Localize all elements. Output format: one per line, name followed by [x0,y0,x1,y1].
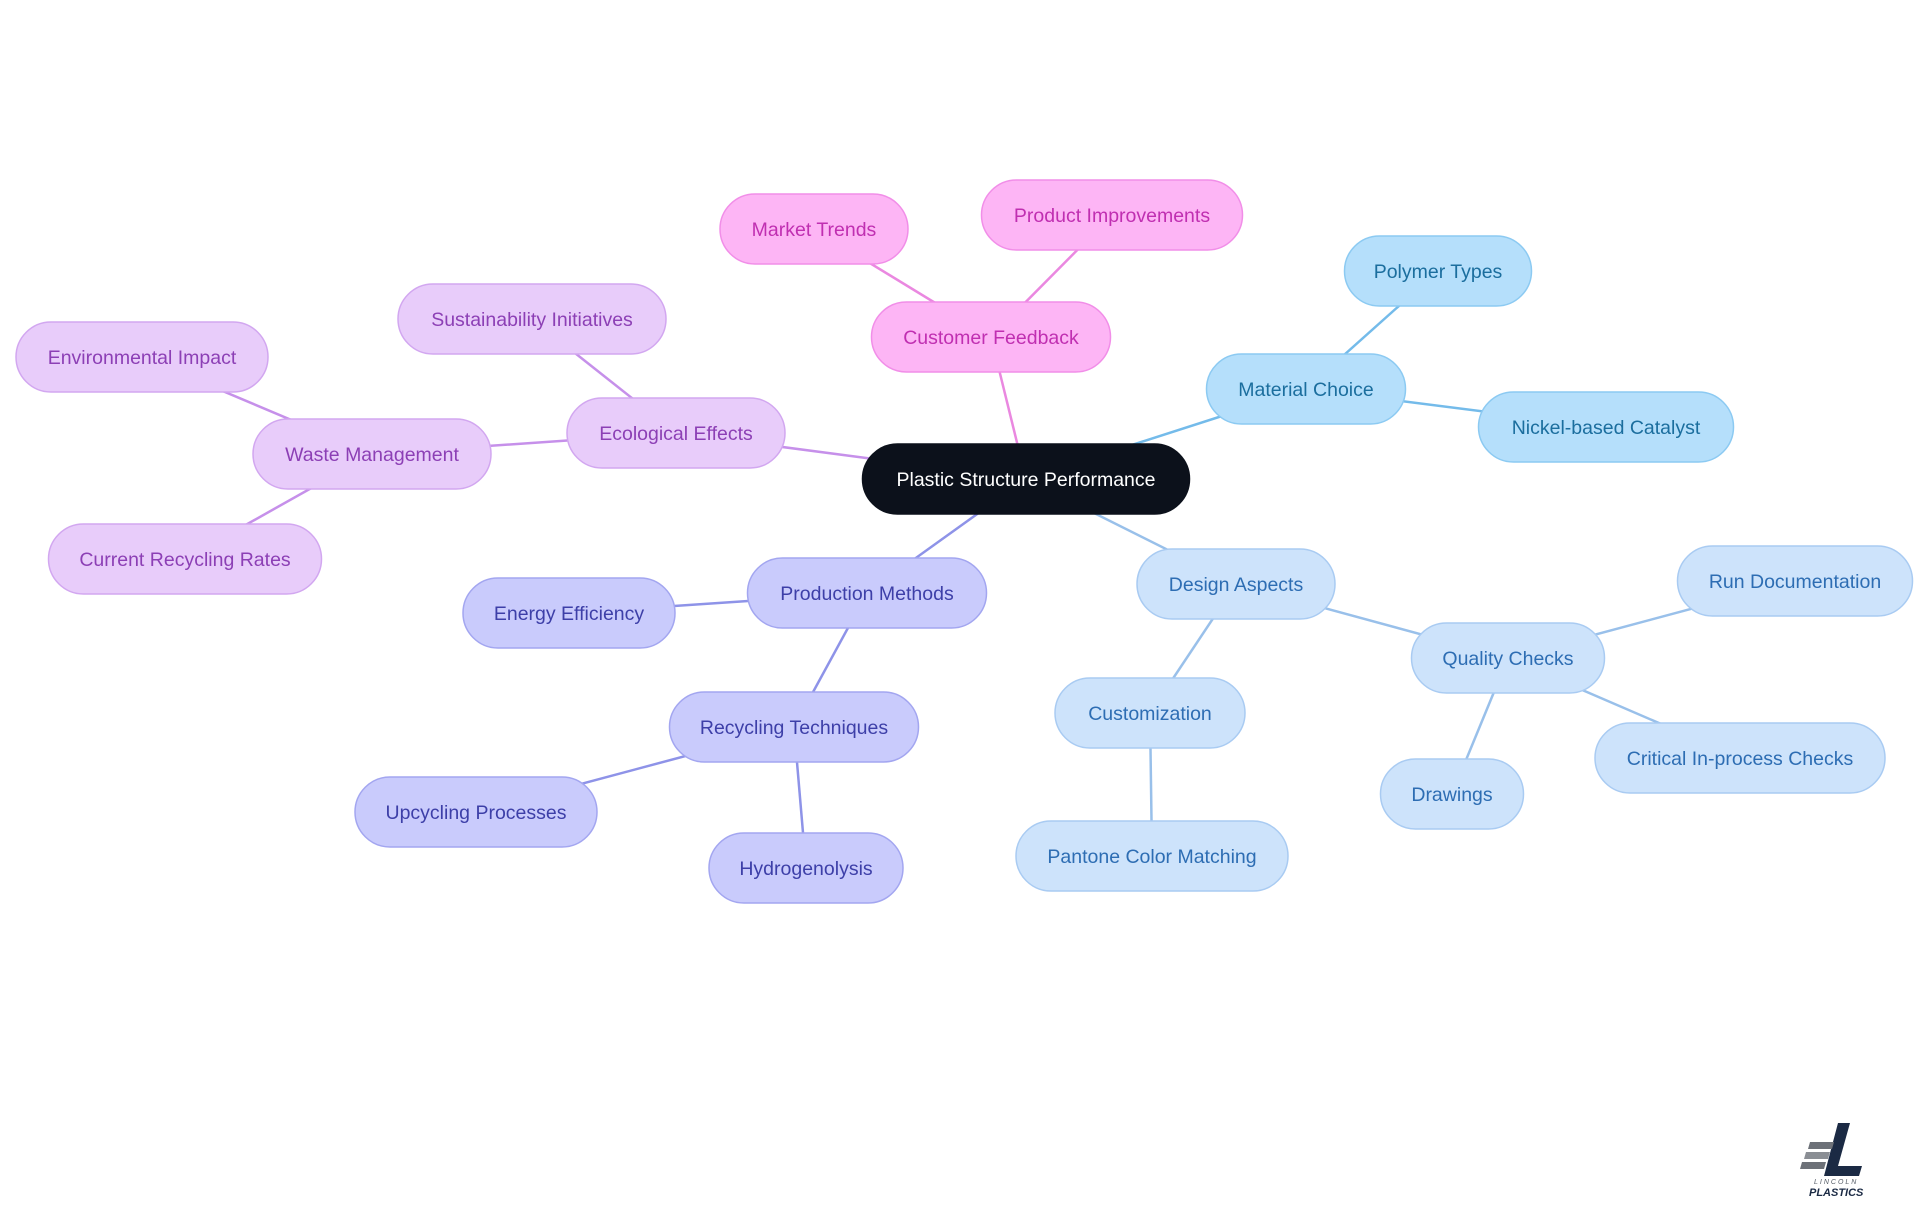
node-sustainability-initiatives[interactable]: Sustainability Initiatives [397,283,667,355]
node-label: Ecological Effects [599,423,753,445]
node-shape [1205,353,1407,425]
node-shape [870,301,1112,373]
node-label: Customer Feedback [903,327,1079,349]
node-shape [566,397,786,469]
node-shape [1015,820,1289,892]
lincoln-plastics-logo: LINCOLN PLASTICS [1800,1123,1864,1199]
node-label: Hydrogenolysis [739,858,873,880]
node-shape [397,283,667,355]
node-shape [354,776,598,848]
node-customization[interactable]: Customization [1054,677,1246,749]
node-material-choice[interactable]: Material Choice [1205,353,1407,425]
node-shape [1477,391,1735,463]
node-polymer-types[interactable]: Polymer Types [1343,235,1533,307]
node-shape [1410,622,1606,694]
node-shape [1343,235,1533,307]
node-drawings[interactable]: Drawings [1379,758,1525,830]
node-shape [462,577,676,649]
node-label: Product Improvements [1014,205,1210,227]
node-label: Quality Checks [1442,648,1573,670]
node-label: Critical In-process Checks [1627,748,1854,770]
node-ecological-effects[interactable]: Ecological Effects [566,397,786,469]
node-shape [1136,548,1336,620]
node-plastic-structure-performance[interactable]: Plastic Structure Performance [861,443,1191,515]
node-environmental-impact[interactable]: Environmental Impact [15,321,269,393]
node-shape [47,523,323,595]
node-label: Waste Management [285,444,459,466]
node-label: Drawings [1411,784,1493,806]
node-label: Sustainability Initiatives [431,309,633,331]
node-pantone-color-matching[interactable]: Pantone Color Matching [1015,820,1289,892]
node-label: Production Methods [780,583,954,605]
logo-text-plastics: PLASTICS [1809,1187,1864,1199]
node-label: Polymer Types [1374,261,1503,283]
node-shape [861,443,1191,515]
logo-text-lincoln: LINCOLN [1814,1179,1858,1186]
node-label: Customization [1088,703,1212,725]
node-shape [980,179,1244,251]
logo-mark [1800,1123,1862,1176]
node-label: Pantone Color Matching [1047,846,1256,868]
nodes-layer: Material Choice Polymer TypesNickel-based… [15,179,1914,904]
node-quality-checks[interactable]: Quality Checks [1410,622,1606,694]
node-label: Energy Efficiency [494,603,645,625]
node-nickel-based-catalyst[interactable]: Nickel-based Catalyst [1477,391,1735,463]
node-shape [252,418,492,490]
node-label: Recycling Techniques [700,717,888,739]
node-recycling-techniques[interactable]: Recycling Techniques [668,691,920,763]
node-energy-efficiency[interactable]: Energy Efficiency [462,577,676,649]
node-shape [1054,677,1246,749]
node-waste-management[interactable]: Waste Management [252,418,492,490]
node-label: Environmental Impact [48,347,237,369]
node-shape [1379,758,1525,830]
node-product-improvements[interactable]: Product Improvements [980,179,1244,251]
node-upcycling-processes[interactable]: Upcycling Processes [354,776,598,848]
node-shape [708,832,904,904]
node-critical-in-process-checks[interactable]: Critical In-process Checks [1594,722,1886,794]
node-production-methods[interactable]: Production Methods [746,557,988,629]
node-shape [15,321,269,393]
node-label: Design Aspects [1169,574,1304,596]
node-label: Plastic Structure Performance [896,469,1155,491]
node-label: Current Recycling Rates [79,549,291,571]
node-run-documentation[interactable]: Run Documentation [1676,545,1914,617]
node-hydrogenolysis[interactable]: Hydrogenolysis [708,832,904,904]
node-shape [1676,545,1914,617]
node-label: Nickel-based Catalyst [1512,417,1701,439]
node-label: Material Choice [1238,379,1373,401]
node-label: Run Documentation [1709,571,1881,593]
node-shape [1594,722,1886,794]
node-market-trends[interactable]: Market Trends [719,193,909,265]
node-label: Market Trends [752,219,877,241]
node-shape [719,193,909,265]
node-customer-feedback[interactable]: Customer Feedback [870,301,1112,373]
node-shape [668,691,920,763]
node-shape [746,557,988,629]
node-label: Upcycling Processes [386,802,567,824]
node-design-aspects[interactable]: Design Aspects [1136,548,1336,620]
node-current-recycling-rates[interactable]: Current Recycling Rates [47,523,323,595]
